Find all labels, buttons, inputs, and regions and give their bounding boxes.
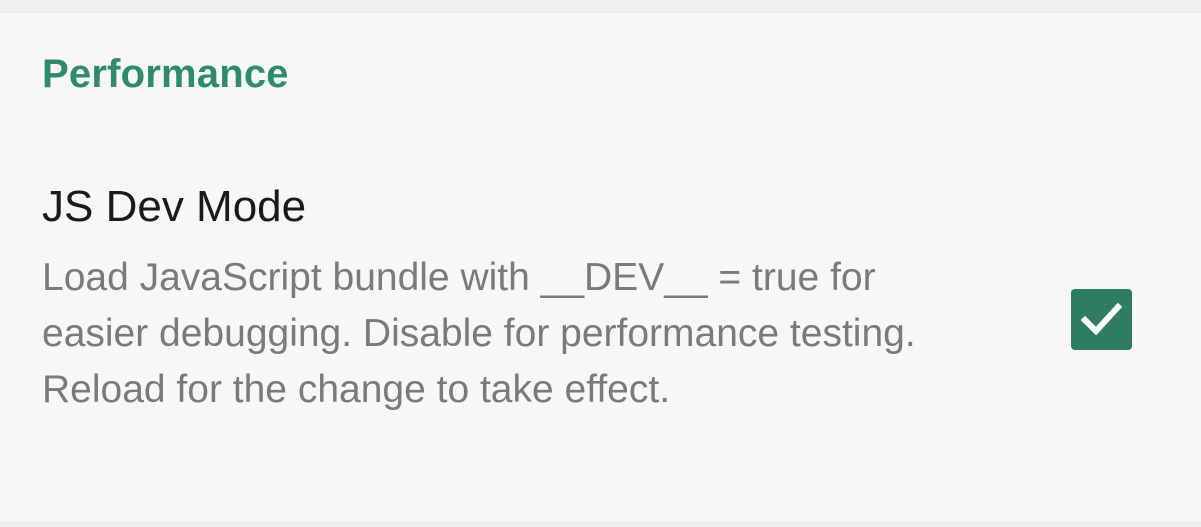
- bottom-divider: [0, 521, 1201, 527]
- check-icon: [1080, 302, 1123, 336]
- top-divider: [0, 0, 1201, 13]
- preference-summary: Load JavaScript bundle with __DEV__ = tr…: [42, 256, 916, 411]
- preference-row-js-dev-mode[interactable]: JS Dev Mode Load JavaScript bundle with …: [0, 170, 1201, 490]
- section-header-performance: Performance: [42, 52, 289, 96]
- js-dev-mode-checkbox[interactable]: [1071, 289, 1132, 350]
- preference-title: JS Dev Mode: [42, 182, 307, 231]
